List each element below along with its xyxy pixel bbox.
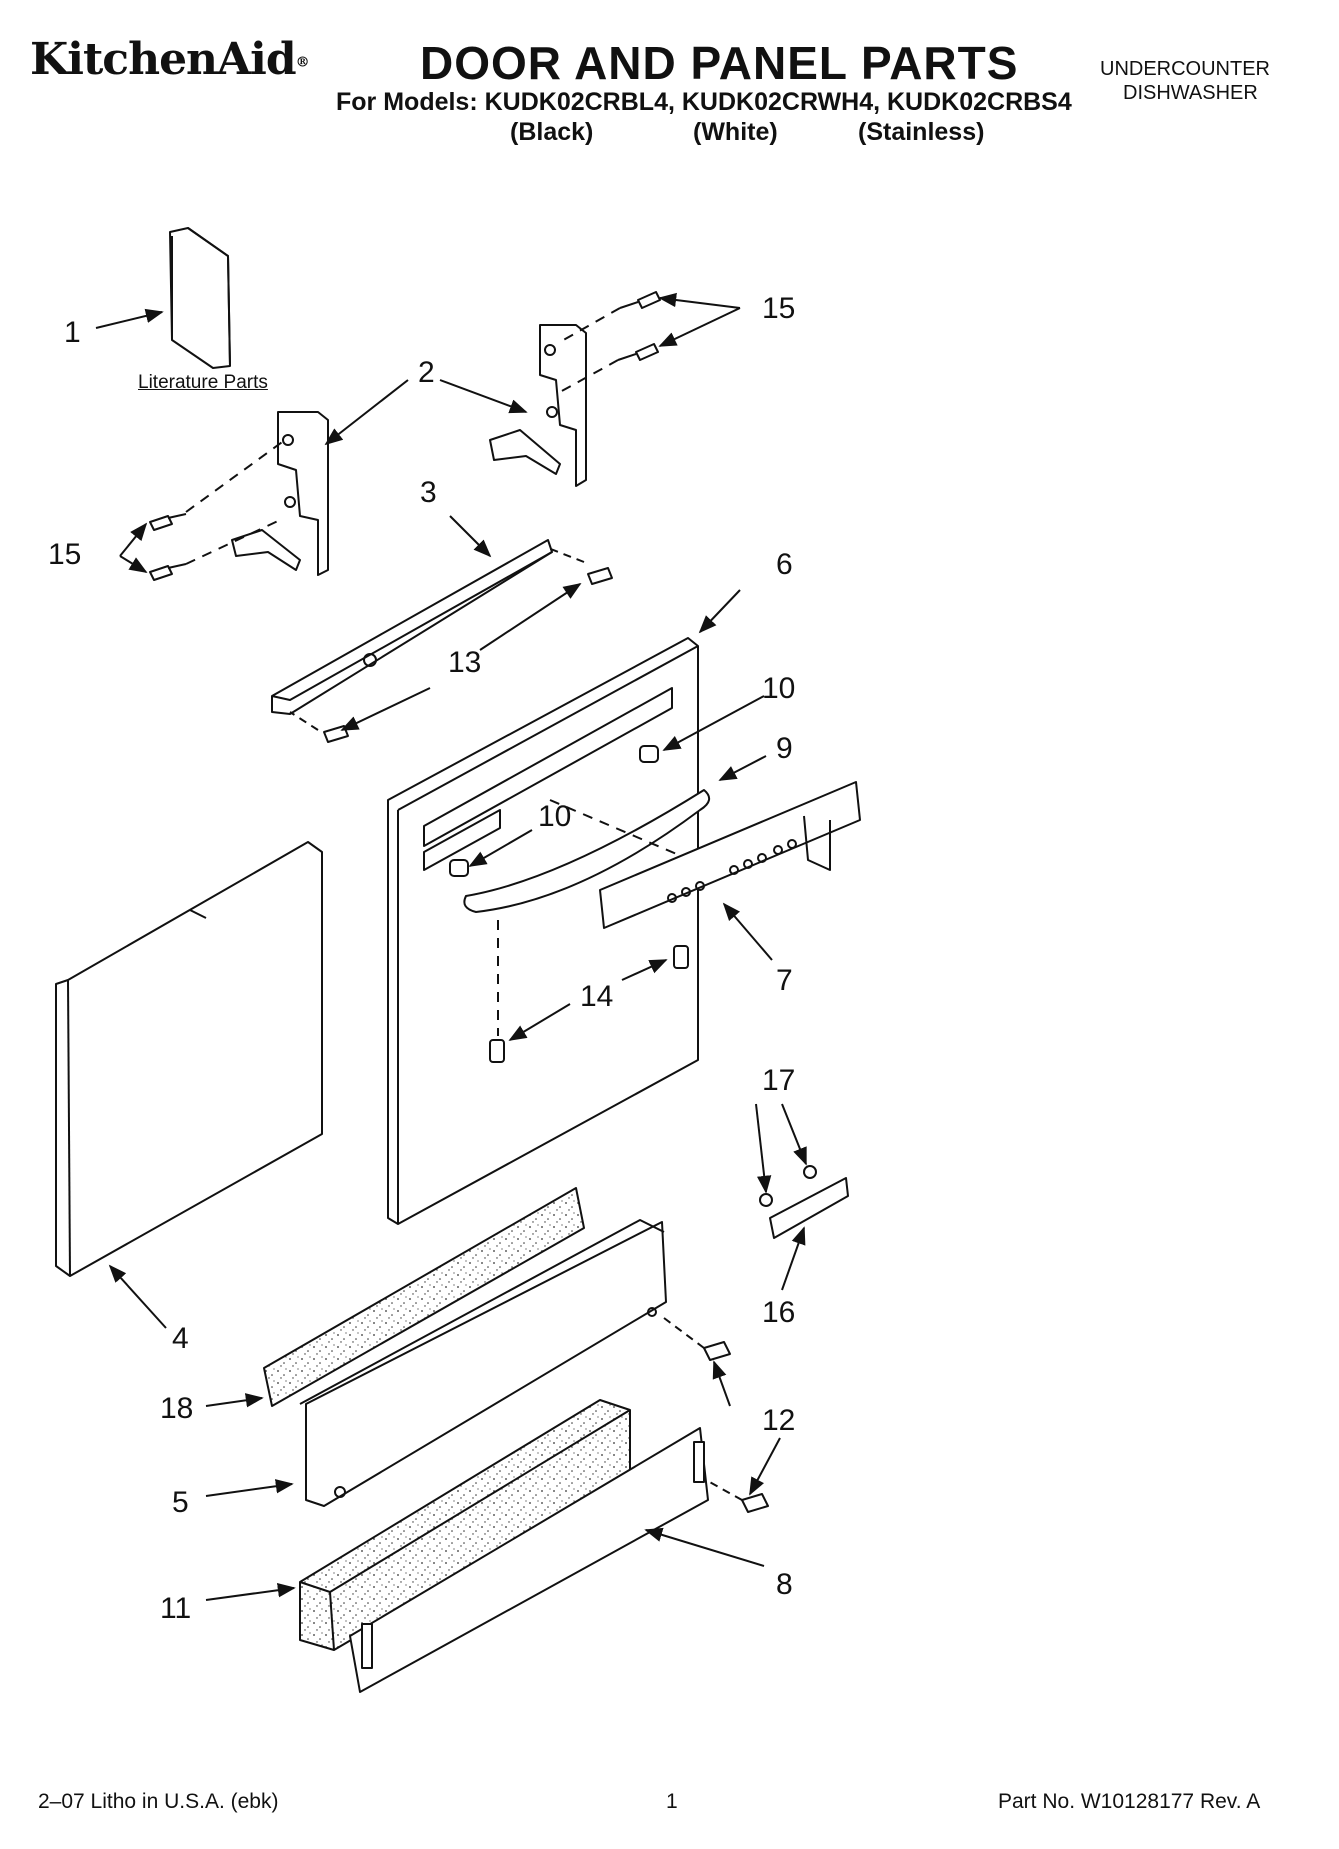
part-16-trim	[769, 1177, 849, 1239]
page-title: DOOR AND PANEL PARTS	[420, 37, 1019, 89]
callout-leaders	[95, 292, 807, 1601]
part-17-nuts	[759, 1165, 817, 1207]
callout-8: 8	[776, 1568, 793, 1601]
variant-white: (White)	[693, 118, 778, 146]
part-1-literature	[169, 227, 231, 369]
model-list: For Models: KUDK02CRBL4, KUDK02CRWH4, KU…	[336, 88, 1072, 116]
part-8-kickplate	[349, 1427, 709, 1693]
callout-5: 5	[172, 1486, 189, 1519]
callout-13: 13	[448, 646, 482, 679]
registered-mark: ®	[295, 54, 310, 71]
part-18-foam	[263, 1187, 585, 1407]
callout-14: 14	[580, 980, 614, 1013]
brand-logo: KitchenAid®	[30, 34, 310, 85]
callout-11: 11	[160, 1592, 192, 1625]
part-10-mounts	[449, 745, 659, 877]
part-12-screws	[663, 1317, 769, 1513]
part-3-top-bracket	[271, 539, 585, 731]
callout-3: 3	[420, 476, 437, 509]
callout-15-right: 15	[762, 292, 796, 325]
callout-6: 6	[776, 548, 793, 581]
brand-name: KitchenAid	[30, 34, 297, 85]
callout-1: 1	[64, 316, 81, 349]
part-9-handle	[463, 789, 711, 913]
callout-9: 9	[776, 732, 793, 765]
literature-parts-label: Literature Parts	[138, 372, 268, 393]
footer-part-number: Part No. W10128177 Rev. A	[998, 1790, 1261, 1813]
callout-17: 17	[762, 1064, 796, 1097]
callout-12: 12	[762, 1404, 796, 1437]
callout-7: 7	[776, 964, 793, 997]
part-2-hinge-right	[489, 324, 587, 487]
part-4-side-panel	[55, 841, 323, 1277]
product-line-2: DISHWASHER	[1123, 82, 1258, 104]
variant-black: (Black)	[510, 118, 594, 146]
callout-16: 16	[762, 1296, 796, 1329]
callout-2: 2	[418, 356, 435, 389]
callout-10-lower: 10	[538, 800, 572, 833]
callout-18: 18	[160, 1392, 194, 1425]
callout-10-upper: 10	[762, 672, 796, 705]
product-line-1: UNDERCOUNTER	[1100, 58, 1270, 80]
callout-4: 4	[172, 1322, 189, 1355]
part-5-lower-bracket	[299, 1219, 667, 1507]
part-6-door-panel	[387, 637, 699, 1225]
footer-page-number: 1	[666, 1790, 678, 1813]
variant-stainless: (Stainless)	[858, 118, 985, 146]
part-15-screws	[149, 291, 661, 581]
part-2-hinge-left	[231, 411, 329, 576]
part-7-console	[599, 781, 861, 929]
footer-litho: 2–07 Litho in U.S.A. (ebk)	[38, 1790, 279, 1813]
callout-15-left: 15	[48, 538, 82, 571]
